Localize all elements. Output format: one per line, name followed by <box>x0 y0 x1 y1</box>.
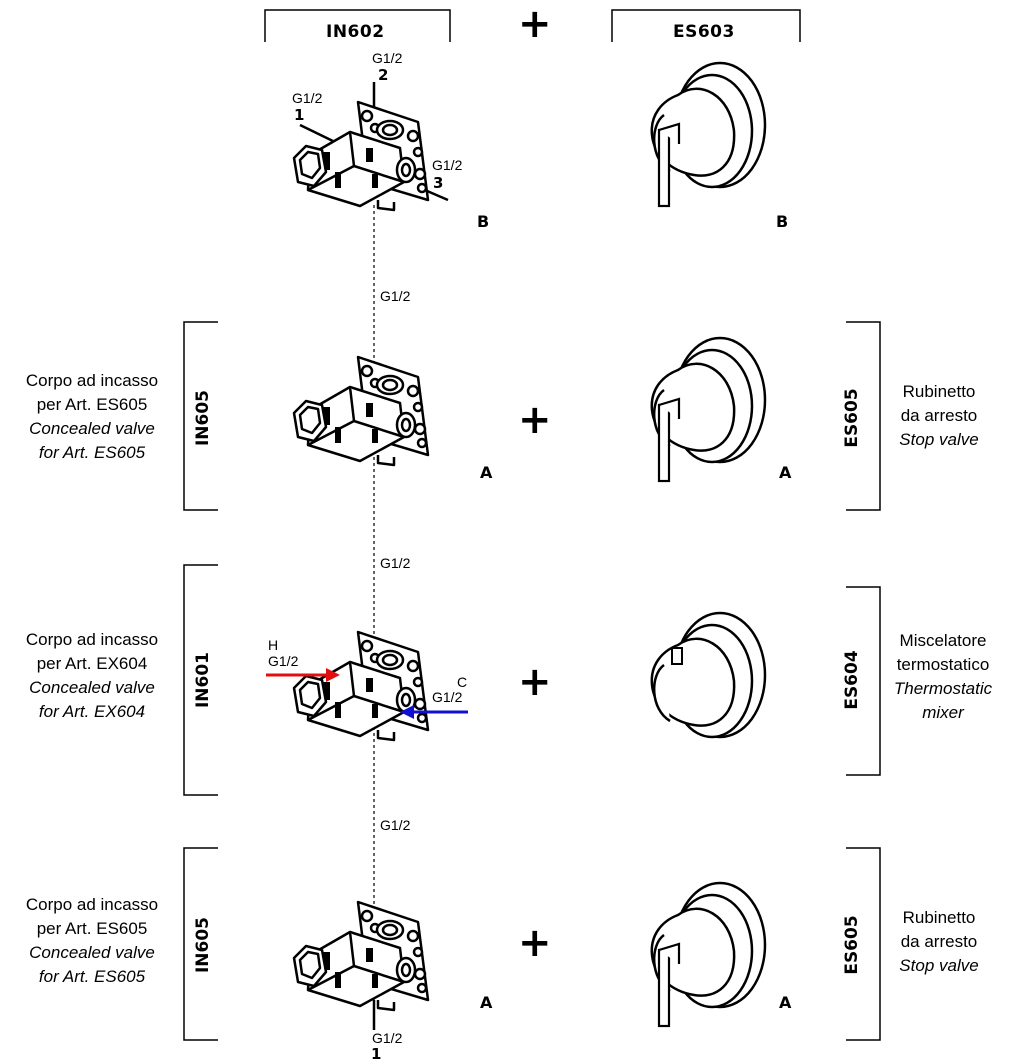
top-plus: + <box>518 1 552 47</box>
row3-right-desc-it: Rubinetto <box>902 908 976 927</box>
valve-body-row2 <box>292 630 430 742</box>
row2-right-desc-it2: termostatico <box>896 655 990 674</box>
row3-left-desc-en2: for Art. ES605 <box>38 967 146 986</box>
row2-left-desc-en2: for Art. EX604 <box>38 702 146 721</box>
row3-plus: + <box>518 920 552 966</box>
row2-left-desc-en: Concealed valve <box>29 678 155 697</box>
thermostat-tab <box>671 647 683 665</box>
valve-body-row3 <box>292 900 430 1012</box>
valve-body-row1 <box>292 355 430 467</box>
row1-right-desc-it2: da arresto <box>900 406 978 425</box>
row3-left-desc-en: Concealed valve <box>29 943 155 962</box>
row1-left-desc-it2: per Art. ES605 <box>36 395 148 414</box>
top-left-letter: B <box>477 212 490 231</box>
row2-right-desc-en2: mixer <box>922 703 964 722</box>
row3-right-description: Rubinetto da arresto Stop valve <box>880 906 998 978</box>
row2-plus: + <box>518 659 552 705</box>
row3-right-letter: A <box>779 993 792 1012</box>
valve-body-in602 <box>292 100 430 212</box>
row2-left-code: IN601 <box>193 651 213 709</box>
handle-row2 <box>650 611 767 739</box>
row1-right-letter: A <box>779 463 792 482</box>
row2-right-code: ES604 <box>842 650 862 710</box>
row1-right-desc-en: Stop valve <box>899 430 979 449</box>
row3-right-code: ES605 <box>842 915 862 975</box>
connector-label-3: G1/2 <box>380 817 411 833</box>
row3-left-desc-it2: per Art. ES605 <box>36 919 148 938</box>
top-left-code: IN602 <box>326 22 385 42</box>
cold-size: G1/2 <box>432 689 463 705</box>
row1-right-code: ES605 <box>842 388 862 448</box>
hot-size: G1/2 <box>268 653 299 669</box>
port-2-num: 2 <box>378 66 389 84</box>
port-1-num: 1 <box>294 106 305 124</box>
row1-left-description: Corpo ad incasso per Art. ES605 Conceale… <box>4 369 180 465</box>
row1-left-desc-en2: for Art. ES605 <box>38 443 146 462</box>
hot-label: H <box>268 637 279 653</box>
row3-left-desc-it: Corpo ad incasso <box>25 895 159 914</box>
row1-left-letter: A <box>480 463 493 482</box>
cold-inlet-arrow <box>400 705 468 719</box>
row2-left-description: Corpo ad incasso per Art. EX604 Conceale… <box>4 628 180 724</box>
row2-left-desc-it2: per Art. EX604 <box>36 654 148 673</box>
row2-right-description: Miscelatore termostatico Thermostatic mi… <box>878 629 1008 725</box>
cold-label: C <box>457 674 468 690</box>
row1-left-desc-en: Concealed valve <box>29 419 155 438</box>
top-right-letter: B <box>776 212 789 231</box>
row3-right-desc-en: Stop valve <box>899 956 979 975</box>
row1-left-desc-it: Corpo ad incasso <box>25 371 159 390</box>
row3-right-desc-it2: da arresto <box>900 932 978 951</box>
row2-left-desc-it: Corpo ad incasso <box>25 630 159 649</box>
row1-plus: + <box>518 397 552 443</box>
row3-left-code: IN605 <box>193 916 213 974</box>
top-right-code: ES603 <box>673 22 735 42</box>
row1-left-code: IN605 <box>193 389 213 447</box>
connector-label-1: G1/2 <box>380 288 411 304</box>
row2-right-desc-it: Miscelatore <box>899 631 987 650</box>
row1-left-bracket <box>183 321 218 511</box>
bottom-port-size: G1/2 <box>372 1030 403 1046</box>
bottom-port-num: 1 <box>371 1045 382 1063</box>
row1-right-description: Rubinetto da arresto Stop valve <box>880 380 998 452</box>
row3-right-bracket <box>846 847 881 1041</box>
row3-left-description: Corpo ad incasso per Art. ES605 Conceale… <box>4 893 180 989</box>
row2-right-bracket <box>846 586 881 776</box>
row3-left-letter: A <box>480 993 493 1012</box>
row1-right-desc-it: Rubinetto <box>902 382 976 401</box>
hot-inlet-arrow <box>266 668 340 682</box>
port-3-num: 3 <box>433 174 444 192</box>
row3-left-bracket <box>183 847 218 1041</box>
connector-label-2: G1/2 <box>380 555 411 571</box>
top-left-bracket <box>264 9 451 42</box>
port-2-size: G1/2 <box>372 50 403 66</box>
port-1-size: G1/2 <box>292 90 323 106</box>
row2-right-desc-en: Thermostatic <box>893 679 993 698</box>
top-right-bracket <box>611 9 801 42</box>
row1-right-bracket <box>846 321 881 511</box>
port-3-size: G1/2 <box>432 157 463 173</box>
row2-left-bracket <box>183 564 218 796</box>
